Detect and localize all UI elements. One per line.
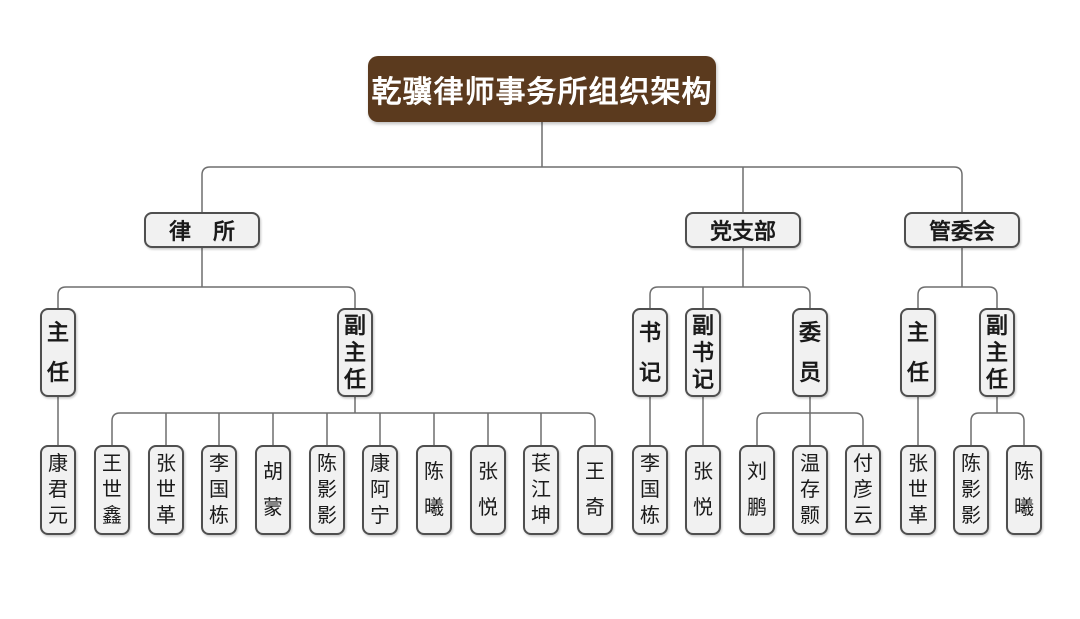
member-name: 陈影影 bbox=[961, 453, 981, 527]
member-name: 陈影影 bbox=[317, 453, 337, 527]
member-box: 陈影影 bbox=[309, 445, 345, 535]
position-label: 主任 bbox=[906, 319, 929, 385]
member-name: 王奇 bbox=[585, 461, 605, 519]
member-box: 康君元 bbox=[40, 445, 76, 535]
branch-law-firm: 律 所 bbox=[144, 212, 260, 248]
member-name: 付彦云 bbox=[853, 453, 873, 527]
position-label: 副主任 bbox=[985, 313, 1008, 392]
member-box: 康阿宁 bbox=[362, 445, 398, 535]
member-name: 陈曦 bbox=[424, 461, 444, 519]
position-label: 书记 bbox=[638, 319, 661, 385]
member-box: 张悦 bbox=[470, 445, 506, 535]
member-name: 刘鹏 bbox=[747, 461, 767, 519]
member-box: 张悦 bbox=[685, 445, 721, 535]
branch-party: 党支部 bbox=[685, 212, 801, 248]
member-box: 陈影影 bbox=[953, 445, 989, 535]
position-party-committee-member: 委员 bbox=[792, 308, 828, 397]
member-name: 温存颢 bbox=[800, 453, 820, 527]
position-lf-deputy-director: 副主任 bbox=[337, 308, 373, 397]
position-party-deputy-secretary: 副书记 bbox=[685, 308, 721, 397]
member-name: 张世革 bbox=[908, 453, 928, 527]
member-box: 温存颢 bbox=[792, 445, 828, 535]
member-box: 张世革 bbox=[148, 445, 184, 535]
position-label: 主任 bbox=[46, 319, 69, 385]
member-name: 康阿宁 bbox=[370, 453, 390, 527]
position-mc-deputy-director: 副主任 bbox=[979, 308, 1015, 397]
member-box: 王世鑫 bbox=[94, 445, 130, 535]
member-name: 李国栋 bbox=[209, 453, 229, 527]
member-name: 张悦 bbox=[693, 461, 713, 519]
chart-title: 乾骥律师事务所组织架构 bbox=[368, 56, 716, 122]
position-mc-director: 主任 bbox=[900, 308, 936, 397]
position-label: 委员 bbox=[798, 319, 821, 385]
member-box: 苌江坤 bbox=[523, 445, 559, 535]
member-name: 苌江坤 bbox=[531, 453, 551, 527]
member-box: 陈曦 bbox=[1006, 445, 1042, 535]
member-name: 张世革 bbox=[156, 453, 176, 527]
branch-mgmt-committee: 管委会 bbox=[904, 212, 1020, 248]
member-box: 刘鹏 bbox=[739, 445, 775, 535]
position-lf-director: 主任 bbox=[40, 308, 76, 397]
position-party-secretary: 书记 bbox=[632, 308, 668, 397]
member-box: 王奇 bbox=[577, 445, 613, 535]
member-name: 胡蒙 bbox=[263, 461, 283, 519]
member-name: 李国栋 bbox=[640, 453, 660, 527]
member-box: 付彦云 bbox=[845, 445, 881, 535]
member-name: 张悦 bbox=[478, 461, 498, 519]
member-box: 李国栋 bbox=[201, 445, 237, 535]
member-name: 陈曦 bbox=[1014, 461, 1034, 519]
member-box: 张世革 bbox=[900, 445, 936, 535]
member-box: 陈曦 bbox=[416, 445, 452, 535]
member-box: 胡蒙 bbox=[255, 445, 291, 535]
member-name: 王世鑫 bbox=[102, 453, 122, 527]
position-label: 副书记 bbox=[691, 313, 714, 392]
member-box: 李国栋 bbox=[632, 445, 668, 535]
position-label: 副主任 bbox=[343, 313, 366, 392]
member-name: 康君元 bbox=[48, 453, 68, 527]
